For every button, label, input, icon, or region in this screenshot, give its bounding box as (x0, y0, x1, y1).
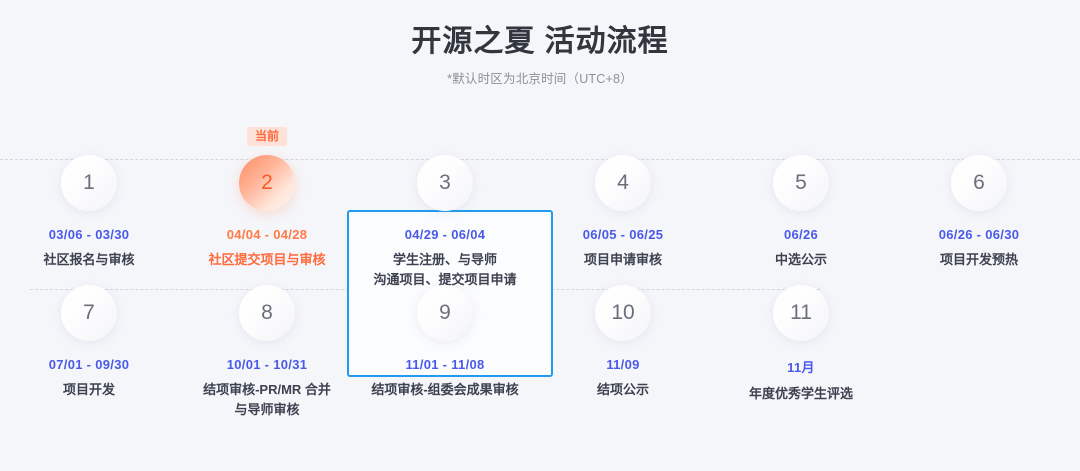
timeline: 1 03/06 - 03/30 社区报名与审核 当前 2 04/04 - 04/28 社区提… (0, 105, 1080, 417)
badge-slot (712, 257, 890, 281)
step-date: 11月 (787, 360, 815, 375)
badge-slot (0, 127, 178, 151)
page-subtitle: *默认时区为北京时间（UTC+8） (447, 72, 633, 86)
current-step-badge: 当前 (246, 127, 287, 146)
timeline-row-1: 1 03/06 - 03/30 社区报名与审核 当前 2 04/04 - 04/28 社区提… (0, 105, 1080, 377)
timeline-step-6[interactable]: 6 06/26 - 06/30 项目开发预热 (890, 127, 1068, 270)
step-label: 结项审核-组委会成果审核 (371, 382, 519, 397)
badge-slot (178, 257, 356, 281)
step-label: 社区报名与审核 (43, 252, 135, 267)
step-number-circle-10[interactable]: 10 (595, 285, 651, 341)
timeline-step-3[interactable]: 3 04/29 - 06/04 学生注册、与导师沟通项目、提交项目申请 (356, 127, 534, 290)
step-date: 06/26 - 06/30 (938, 227, 1020, 242)
connector-line-row-1 (0, 159, 1080, 160)
timeline-step-11[interactable]: 11 11月年度优秀学生评选 (712, 257, 890, 404)
timeline-step-4[interactable]: 4 06/05 - 06/25 项目申请审核 (534, 127, 712, 270)
step-number-circle-7[interactable]: 7 (61, 285, 117, 341)
step-number-circle-4[interactable]: 4 (595, 155, 651, 211)
timeline-step-9[interactable]: 9 11/01 - 11/08 结项审核-组委会成果审核 (356, 257, 534, 400)
step-label: 结项公示 (596, 382, 649, 397)
badge-slot (534, 257, 712, 281)
page-title: 开源之夏 活动流程 (411, 25, 669, 58)
badge-slot (0, 257, 178, 281)
badge-slot (890, 127, 1068, 151)
timeline-step-2[interactable]: 当前 2 04/04 - 04/28 社区提交项目与审核 (178, 127, 356, 270)
step-number-circle-8[interactable]: 8 (239, 285, 295, 341)
badge-slot: 当前 (178, 127, 356, 151)
timeline-row-2: 7 07/01 - 09/30 项目开发 8 10/01 - 10/31 结项审核-PR/… (0, 257, 1080, 417)
step-date: 04/04 - 04/28 (226, 227, 308, 242)
page-header: 开源之夏 活动流程 *默认时区为北京时间（UTC+8） (0, 0, 1080, 87)
timeline-step-1[interactable]: 1 03/06 - 03/30 社区报名与审核 (0, 127, 178, 270)
step-date: 10/01 - 10/31 (226, 357, 308, 372)
step-date: 04/29 - 06/04 (404, 227, 486, 242)
badge-slot (356, 257, 534, 281)
step-label: 学生注册、与导师沟通项目、提交项目申请 (373, 252, 517, 287)
step-date: 07/01 - 09/30 (48, 357, 130, 372)
step-number-circle-6[interactable]: 6 (951, 155, 1007, 211)
timeline-step-7[interactable]: 7 07/01 - 09/30 项目开发 (0, 257, 178, 400)
step-label: 年度优秀学生评选 (748, 386, 853, 401)
step-number-circle-9[interactable]: 9 (417, 285, 473, 341)
badge-slot (712, 127, 890, 151)
badge-slot (356, 127, 534, 151)
timeline-step-5[interactable]: 5 06/26 中选公示 (712, 127, 890, 270)
timeline-step-10[interactable]: 10 11/09 结项公示 (534, 257, 712, 400)
step-date: 03/06 - 03/30 (48, 227, 130, 242)
step-label: 结项审核-PR/MR 合并与导师审核 (203, 382, 331, 417)
step-number-circle-5[interactable]: 5 (773, 155, 829, 211)
step-date: 11/01 - 11/08 (405, 357, 485, 372)
step-label: 项目开发预热 (939, 252, 1018, 267)
badge-slot (534, 127, 712, 151)
step-date: 06/26 (783, 227, 819, 242)
step-number-circle-11[interactable]: 11 (773, 285, 829, 341)
step-date: 11/09 (606, 357, 640, 372)
step-date: 06/05 - 06/25 (582, 227, 664, 242)
step-number-circle-2[interactable]: 2 (239, 155, 295, 211)
timeline-step-8[interactable]: 8 10/01 - 10/31 结项审核-PR/MR 合并与导师审核 (178, 257, 356, 420)
step-label: 项目申请审核 (583, 252, 662, 267)
step-label: 中选公示 (774, 252, 827, 267)
step-number-circle-3[interactable]: 3 (417, 155, 473, 211)
step-number-circle-1[interactable]: 1 (61, 155, 117, 211)
step-label: 社区提交项目与审核 (208, 252, 326, 267)
step-label: 项目开发 (62, 382, 115, 397)
